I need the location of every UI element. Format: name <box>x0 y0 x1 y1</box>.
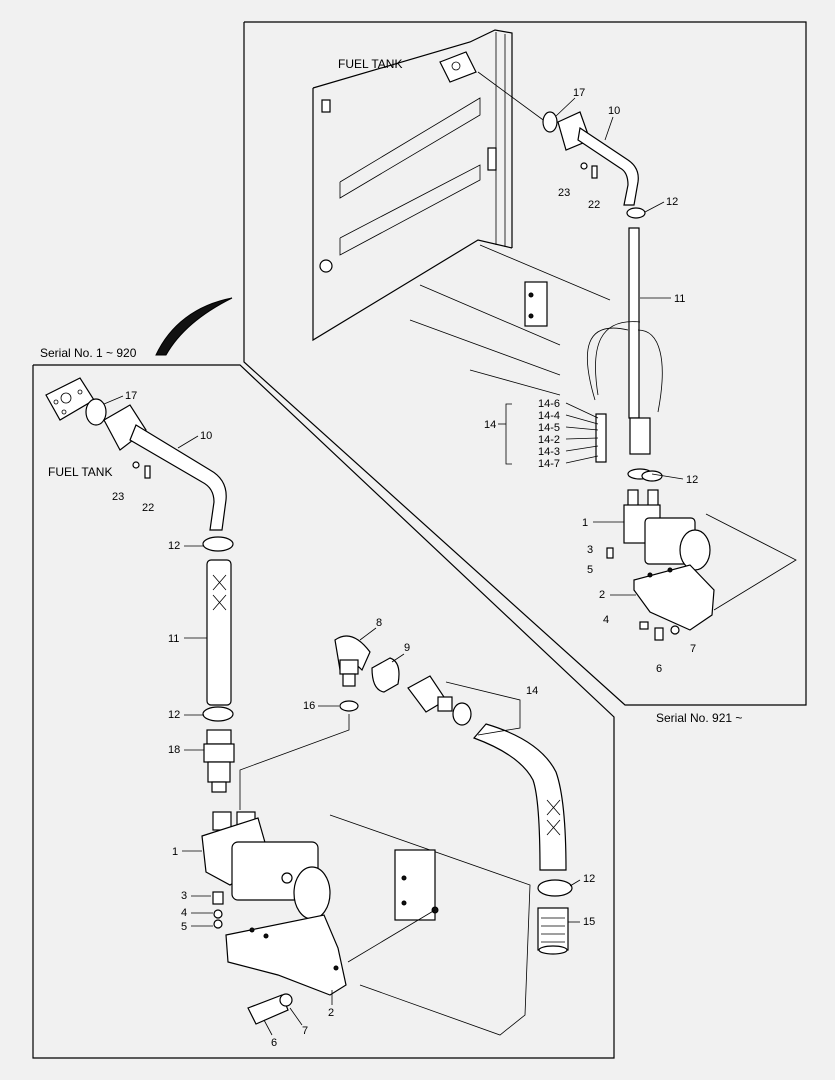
panel-serial-921 <box>243 21 807 706</box>
serial-1-920-caption: Serial No. 1 ~ 920 <box>40 346 137 360</box>
callout-11-top: 11 <box>674 293 685 305</box>
panel-serial-1-920 <box>32 364 615 1059</box>
callout-4-left: 4 <box>181 907 187 919</box>
callout-23-top: 23 <box>558 187 570 199</box>
fitting-18 <box>203 729 235 793</box>
callout-6-top: 6 <box>656 663 662 675</box>
fuel-tank-top <box>312 29 611 396</box>
callout-14-2: 14-2 <box>538 434 560 446</box>
callout-1-top: 1 <box>582 517 588 529</box>
elbow-fitting-8 <box>334 635 371 687</box>
callout-14-4: 14-4 <box>538 410 560 422</box>
clamp-12-left-upper <box>202 536 234 552</box>
hose-11-top <box>628 227 640 419</box>
callout-10-left: 10 <box>200 430 212 442</box>
fuel-tank-label-top: FUEL TANK <box>338 57 402 71</box>
clamp-12-left-hose <box>537 879 573 897</box>
callout-17-top: 17 <box>573 87 585 99</box>
serial-921-caption: Serial No. 921 ~ <box>656 711 742 725</box>
callout-5-left: 5 <box>181 921 187 933</box>
callout-15: 15 <box>583 916 595 928</box>
callout-14-5: 14-5 <box>538 422 560 434</box>
callout-14-left: 14 <box>526 685 538 697</box>
callout-14-3: 14-3 <box>538 446 560 458</box>
flange-left <box>103 404 147 451</box>
callout-3-left: 3 <box>181 890 187 902</box>
callout-22-top: 22 <box>588 199 600 211</box>
callout-14-6: 14-6 <box>538 398 560 410</box>
o-ring-17-top <box>542 111 558 133</box>
callout-8: 8 <box>376 617 382 629</box>
callout-9: 9 <box>404 642 410 654</box>
callout-11-left: 11 <box>168 633 179 645</box>
callout-14-top: 14 <box>484 419 496 431</box>
callout-12-left-b: 12 <box>168 709 180 721</box>
o-ring-16 <box>339 700 359 712</box>
clamp-12-top <box>626 207 646 219</box>
pipe-10-left <box>129 424 227 531</box>
callout-12-top-b: 12 <box>686 474 698 486</box>
callout-22-left: 22 <box>142 502 154 514</box>
callout-12-left-c: 12 <box>583 873 595 885</box>
hose-assembly-14 <box>407 675 567 871</box>
fuel-pump-left <box>201 811 347 996</box>
callout-12-left-a: 12 <box>168 540 180 552</box>
callout-7-top: 7 <box>690 643 696 655</box>
o-ring-17-left <box>85 398 107 426</box>
callout-5-top: 5 <box>587 564 593 576</box>
strainer-15 <box>537 907 569 955</box>
callout-23-left: 23 <box>112 491 124 503</box>
clamp-12-left-lower <box>202 706 234 722</box>
cap-9 <box>371 657 400 693</box>
callout-18: 18 <box>168 744 180 756</box>
transition-arrow <box>155 297 233 356</box>
callout-12-top: 12 <box>666 196 678 208</box>
fuel-pump-top <box>606 489 715 641</box>
callout-3-top: 3 <box>587 544 593 556</box>
callout-14-7: 14-7 <box>538 458 560 470</box>
callout-16: 16 <box>303 700 315 712</box>
callout-10-top: 10 <box>608 105 620 117</box>
callout-17-left: 17 <box>125 390 137 402</box>
callout-4-top: 4 <box>603 614 609 626</box>
callout-7-left: 7 <box>302 1025 308 1037</box>
callout-2-top: 2 <box>599 589 605 601</box>
callout-6-left: 6 <box>271 1037 277 1049</box>
pipe-10-top <box>577 126 639 206</box>
callout-2-left: 2 <box>328 1007 334 1019</box>
fuel-tank-label-left: FUEL TANK <box>48 465 112 479</box>
base-plate-left <box>329 814 531 1036</box>
callout-1-left: 1 <box>172 846 178 858</box>
